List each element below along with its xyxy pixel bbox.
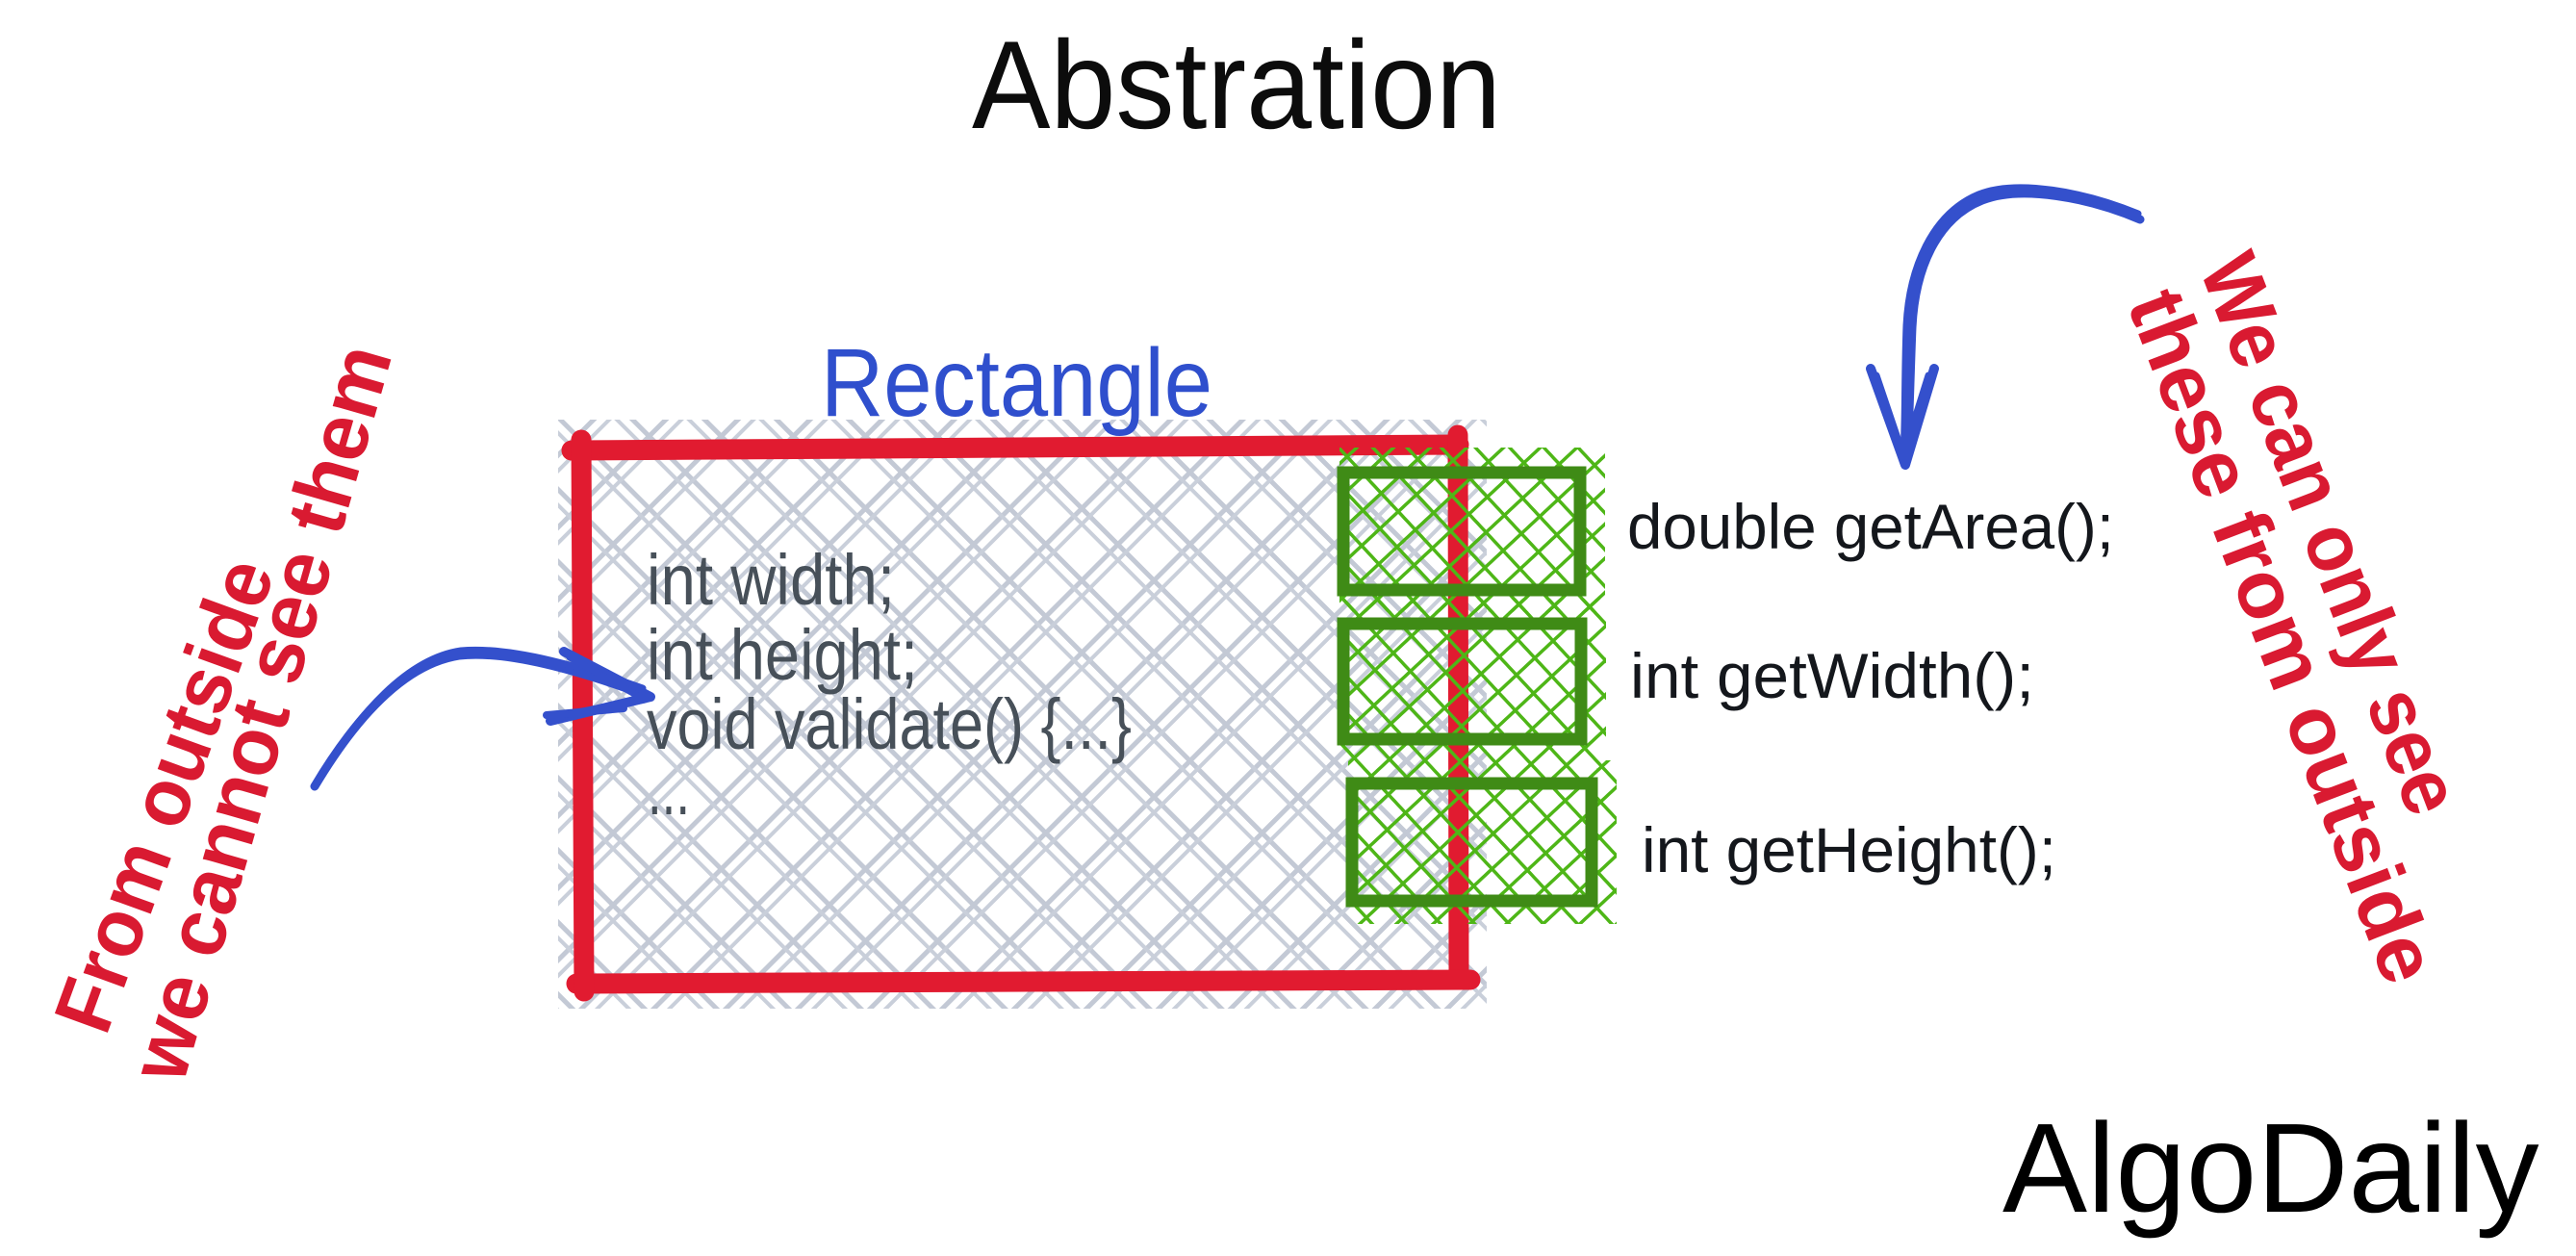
svg-text:int getHeight();: int getHeight(); [1642, 814, 2056, 885]
svg-text:AlgoDaily: AlgoDaily [2002, 1097, 2539, 1239]
svg-text:...: ... [648, 750, 690, 830]
svg-text:int getWidth();: int getWidth(); [1630, 640, 2034, 711]
svg-text:int height;: int height; [647, 615, 918, 695]
svg-text:void validate() {...}: void validate() {...} [647, 684, 1132, 764]
svg-text:int width;: int width; [647, 540, 895, 620]
svg-text:Rectangle: Rectangle [821, 329, 1212, 437]
svg-text:Abstration: Abstration [972, 14, 1501, 155]
svg-text:double getArea();: double getArea(); [1627, 491, 2114, 562]
